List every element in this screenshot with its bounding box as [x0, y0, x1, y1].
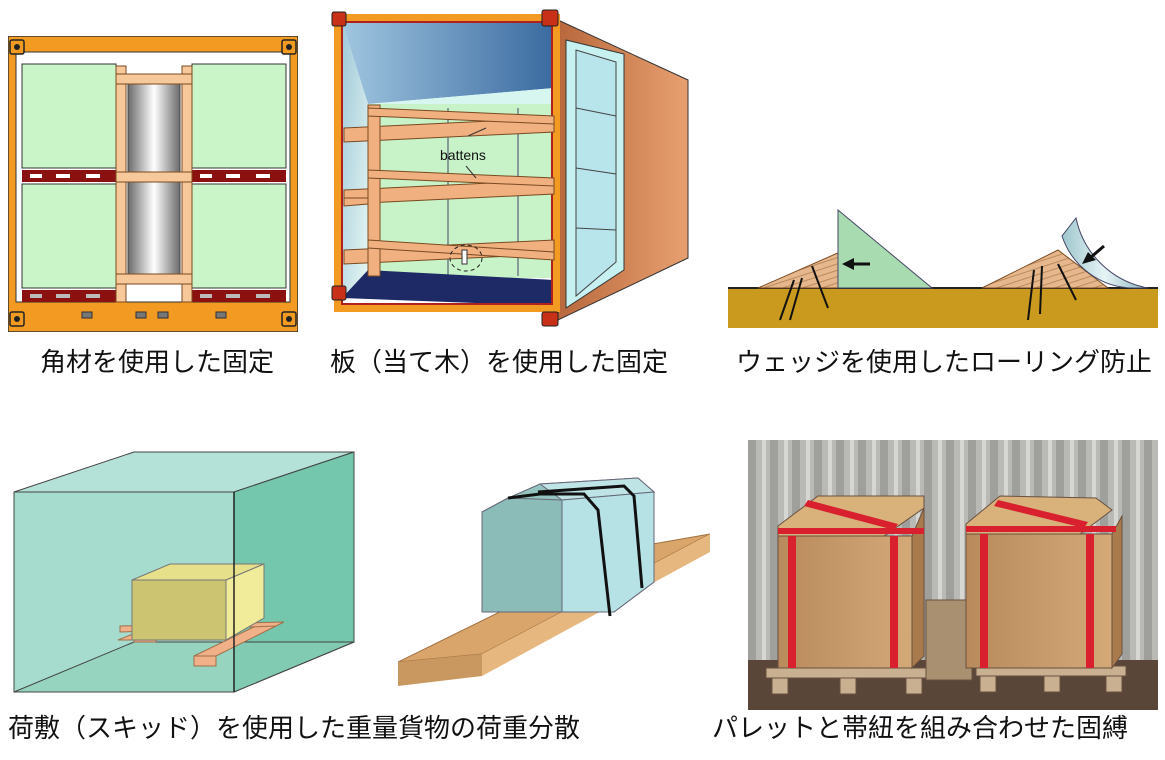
- arrow-icon: [1082, 244, 1105, 264]
- battens-label: battens: [440, 147, 486, 163]
- caption-timber-bracing: 角材を使用した固定: [40, 348, 275, 378]
- straps: [507, 484, 644, 617]
- skid-strapped-diagram: [398, 470, 712, 692]
- timber-bracing-diagram: [8, 36, 298, 332]
- caption-pallet-strapping: パレットと帯紐を組み合わせた固縛: [712, 714, 1129, 744]
- wedge-right: [981, 249, 1110, 289]
- caption-skid-load-spread: 荷敷（スキッド）を使用した重量貨物の荷重分散: [8, 714, 581, 744]
- corner-fittings: [331, 9, 559, 327]
- timber-posts: [115, 65, 193, 303]
- red-straps: [778, 500, 1116, 668]
- batten-bracing-diagram: battens: [328, 8, 694, 330]
- caption-wedge-rolling: ウェッジを使用したローリング防止: [736, 348, 1153, 378]
- ground: [728, 288, 1158, 328]
- wheel-cargo: [1061, 216, 1149, 289]
- container-floor: [342, 270, 554, 306]
- dashed-circle-marker: [449, 244, 483, 272]
- lashing-bars: [22, 170, 286, 302]
- caption-batten-bracing: 板（当て木）を使用した固定: [330, 348, 669, 378]
- skid-container-diagram: [8, 446, 358, 702]
- wedge-left: [757, 251, 841, 289]
- green-cargo: [837, 208, 934, 289]
- cargo-box-left: [777, 535, 913, 669]
- cylinder-cargo: [127, 83, 181, 285]
- pallet-strapping-photo: [748, 440, 1158, 710]
- arrow-icon: [842, 258, 870, 270]
- wedge-rolling-diagram: [728, 208, 1158, 330]
